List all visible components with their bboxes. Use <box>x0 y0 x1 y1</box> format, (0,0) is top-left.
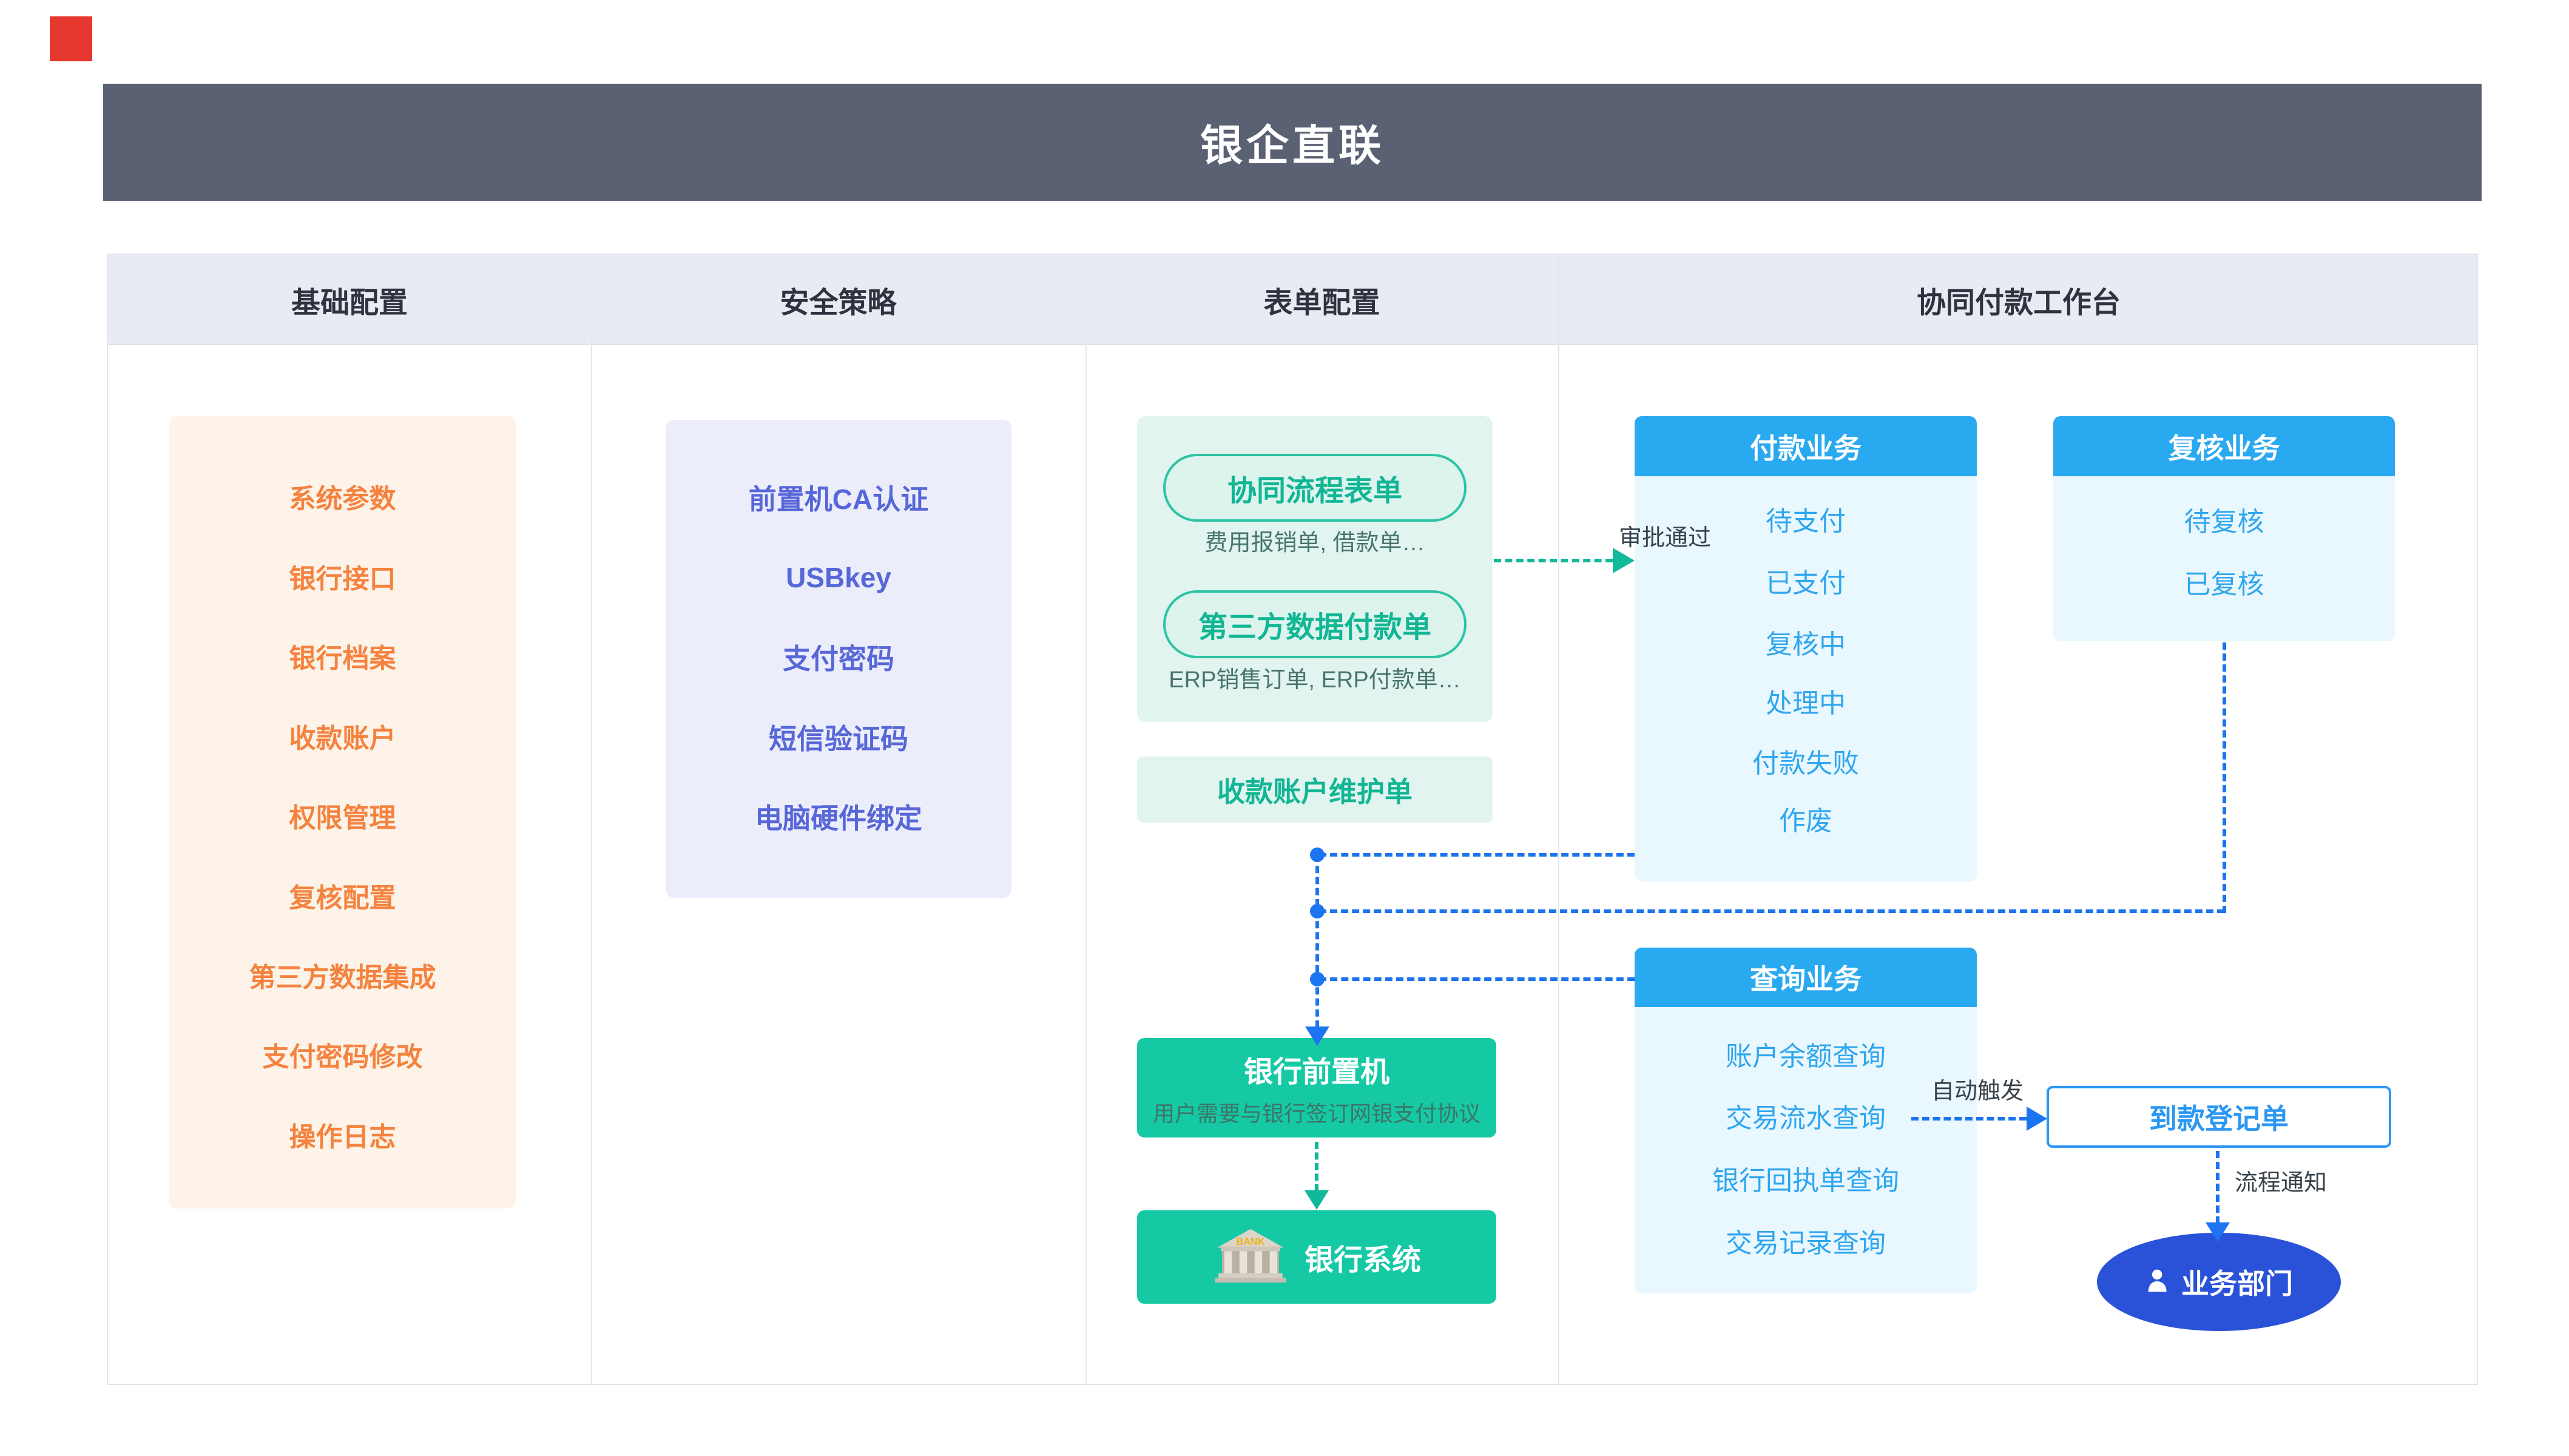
column-divider <box>1558 255 1559 1384</box>
approve-pass-label: 审批通过 <box>1618 525 1711 551</box>
column-header-basic: 基础配置 <box>291 286 408 319</box>
review-junction-dashed-line <box>1319 909 2224 913</box>
payment-business-body: 待支付 已支付 复核中 处理中 付款失败 作废 <box>1635 476 1977 881</box>
payment-status: 付款失败 <box>1752 749 1859 778</box>
basic-item: 复核配置 <box>289 883 396 913</box>
column-header-forms: 表单配置 <box>1263 286 1380 319</box>
frontprocessor-bank-dashed-line <box>1315 1142 1318 1191</box>
column-header-security: 安全策略 <box>780 286 897 319</box>
frontprocessor-bank-arrowhead-icon <box>1305 1190 1329 1210</box>
logo-mark <box>50 16 92 61</box>
payment-status: 复核中 <box>1766 630 1846 659</box>
basic-item: 支付密码修改 <box>262 1042 423 1072</box>
approve-pass-dashed-line <box>1494 559 1613 562</box>
security-item: USBkey <box>786 562 891 593</box>
payment-status: 待支付 <box>1766 507 1846 536</box>
bank-system-title: 银行系统 <box>1304 1244 1421 1276</box>
form-config-panel: 协同流程表单 费用报销单, 借款单… 第三方数据付款单 ERP销售订单, ERP… <box>1137 416 1493 722</box>
basic-item: 操作日志 <box>289 1122 396 1152</box>
bank-front-processor-caption: 用户需要与银行签订网银支付协议 <box>1152 1101 1480 1126</box>
query-item: 银行回执单查询 <box>1712 1166 1899 1196</box>
thirdparty-payment-form-caption: ERP销售订单, ERP付款单… <box>1169 667 1461 693</box>
approve-pass-arrowhead-icon <box>1613 548 1635 573</box>
notify-dashed-line <box>2216 1151 2220 1224</box>
business-department-label: 业务部门 <box>2181 1268 2293 1299</box>
basic-item: 系统参数 <box>289 484 396 514</box>
column-divider <box>1085 255 1087 1384</box>
review-business-body: 待复核 已复核 <box>2053 476 2395 641</box>
auto-trigger-dashed-line <box>1911 1117 2027 1121</box>
title-bar: 银企直联 <box>103 84 2482 201</box>
column-header-workbench: 协同付款工作台 <box>1916 286 2121 319</box>
query-business-body: 账户余额查询 交易流水查询 银行回执单查询 交易记录查询 <box>1635 1007 1977 1293</box>
page-title: 银企直联 <box>1200 122 1385 169</box>
query-item: 交易记录查询 <box>1726 1228 1886 1258</box>
review-status: 已复核 <box>2184 570 2264 599</box>
basic-item: 权限管理 <box>289 803 396 833</box>
basic-config-panel: 系统参数 银行接口 银行档案 收款账户 权限管理 复核配置 第三方数据集成 支付… <box>169 416 516 1208</box>
basic-item: 收款账户 <box>289 724 396 753</box>
basic-item: 第三方数据集成 <box>249 963 436 993</box>
query-item: 账户余额查询 <box>1726 1042 1886 1071</box>
payment-business-title: 付款业务 <box>1635 416 1977 476</box>
review-drop-dashed-line <box>2223 642 2226 913</box>
thirdparty-payment-form-pill: 第三方数据付款单 <box>1163 590 1467 658</box>
review-status: 待复核 <box>2184 507 2264 537</box>
payment-status: 已支付 <box>1766 568 1846 598</box>
junction-vertical-dashed-line <box>1315 855 1319 1028</box>
query-item: 交易流水查询 <box>1726 1104 1886 1133</box>
collab-flow-form-caption: 费用报销单, 借款单… <box>1204 530 1425 556</box>
review-business-box: 复核业务 待复核 已复核 <box>2053 416 2395 641</box>
payment-business-box: 付款业务 待支付 已支付 复核中 处理中 付款失败 作废 <box>1635 416 1977 881</box>
receipt-registration-box: 到款登记单 <box>2047 1086 2391 1148</box>
column-header-band <box>108 255 2477 345</box>
payment-status: 处理中 <box>1766 689 1846 718</box>
bank-building-icon: BANK <box>1212 1227 1289 1288</box>
query-business-box: 查询业务 账户余额查询 交易流水查询 银行回执单查询 交易记录查询 <box>1635 948 1977 1293</box>
column-divider <box>591 255 592 1384</box>
query-junction-dashed-line <box>1319 977 1635 981</box>
business-department-ellipse: 业务部门 <box>2097 1233 2341 1331</box>
security-item: 短信验证码 <box>769 723 908 755</box>
notify-down-arrowhead-icon <box>2206 1222 2230 1242</box>
svg-text:BANK: BANK <box>1236 1236 1264 1247</box>
security-item: 电脑硬件绑定 <box>755 803 922 834</box>
diagram-board: 基础配置 安全策略 表单配置 协同付款工作台 系统参数 银行接口 银行档案 收款… <box>107 254 2478 1385</box>
collab-flow-form-pill: 协同流程表单 <box>1163 454 1467 522</box>
security-item: 支付密码 <box>783 643 894 675</box>
auto-trigger-label: 自动触发 <box>1931 1079 2024 1104</box>
bank-front-processor-box: 银行前置机 用户需要与银行签订网银支付协议 <box>1137 1038 1496 1138</box>
bank-system-box: BANK 银行系统 <box>1137 1210 1496 1304</box>
security-item: 前置机CA认证 <box>748 484 929 515</box>
receiving-account-maintenance-box: 收款账户维护单 <box>1137 757 1493 823</box>
basic-item: 银行档案 <box>289 644 396 673</box>
payment-junction-dashed-line <box>1319 853 1635 857</box>
bank-front-processor-title: 银行前置机 <box>1243 1056 1389 1088</box>
person-icon <box>2145 1267 2172 1297</box>
auto-trigger-arrowhead-icon <box>2027 1107 2047 1131</box>
junction-down-arrowhead-icon <box>1305 1026 1329 1046</box>
basic-item: 银行接口 <box>289 564 396 594</box>
query-business-title: 查询业务 <box>1635 948 1977 1007</box>
payment-status: 作废 <box>1779 806 1832 836</box>
notify-label: 流程通知 <box>2235 1170 2328 1196</box>
security-policy-panel: 前置机CA认证 USBkey 支付密码 短信验证码 电脑硬件绑定 <box>666 420 1011 898</box>
review-business-title: 复核业务 <box>2053 416 2395 476</box>
